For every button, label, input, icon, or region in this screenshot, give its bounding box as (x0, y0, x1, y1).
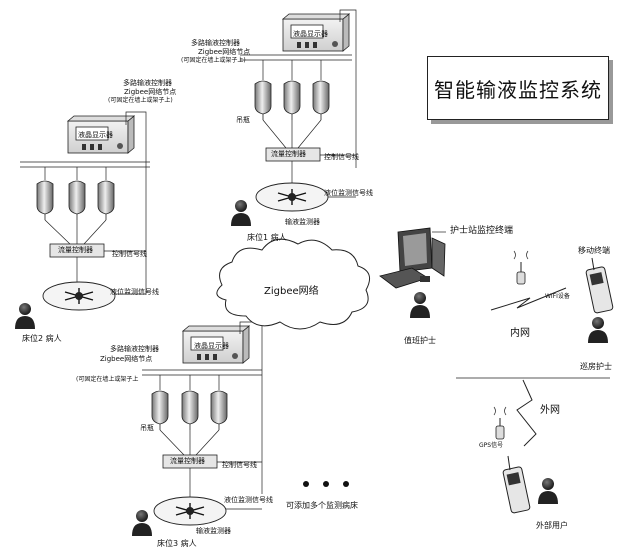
infusion-bottle-icon (98, 181, 114, 220)
ward3-node-sub: Zigbee网络节点 (100, 356, 152, 363)
person-icon (538, 478, 558, 504)
infusion-bottle-icon (284, 81, 300, 120)
ward1-node-mount: (可固定在墙上或架子上) (181, 58, 246, 64)
infusion-bottle-icon (313, 81, 329, 120)
duty-nurse-label: 值班护士 (404, 337, 436, 345)
ward1-ctrl-signal: 控制信号线 (324, 154, 359, 161)
ward1-bed (256, 183, 328, 211)
system-title: 智能输液监控系统 (434, 74, 602, 103)
ward2-level-signal: 液位监测信号线 (110, 289, 159, 296)
ward1-node-sub: Zigbee网络节点 (198, 49, 250, 56)
ward2-node-title: 多路输液控制器 (123, 80, 172, 87)
ward1-monitor-label: 输液监测器 (285, 219, 320, 226)
more-beds-label: 可添加多个监测病床 (286, 502, 358, 510)
ward1-hook-label: 吊瓶 (236, 117, 250, 124)
person-icon (132, 510, 152, 536)
infusion-bottle-icon (182, 391, 198, 430)
infusion-bottle-icon (69, 181, 85, 220)
cloud-icon (217, 239, 370, 329)
system-title-box: 智能输液监控系统 (427, 56, 609, 120)
person-icon (410, 292, 430, 318)
ward3-monitor-label: 输液监测器 (196, 528, 231, 535)
ward1-flow-label: 流量控制器 (271, 151, 306, 158)
person-icon (15, 303, 35, 329)
more-dot (343, 481, 349, 487)
infusion-bottle-icon (152, 391, 168, 430)
more-dot (323, 481, 329, 487)
ward3-level-signal: 液位监测信号线 (224, 497, 273, 504)
ward2-flow-label: 流量控制器 (58, 247, 93, 254)
external-user-label: 外部用户 (536, 522, 568, 530)
ward1-node-title: 多路输液控制器 (191, 40, 240, 47)
infusion-bottle-icon (37, 181, 53, 220)
phone-icon (503, 456, 531, 513)
ward3-display-label: 液晶显示器 (194, 343, 229, 350)
ward2-node-mount: (可固定在墙上或架子上) (108, 98, 173, 104)
ward2-node-sub: Zigbee网络节点 (124, 89, 176, 96)
person-icon (231, 200, 251, 226)
rounds-nurse-label: 巡房护士 (580, 363, 612, 371)
infusion-bottle-icon (211, 391, 227, 430)
lightning-icon (517, 380, 536, 446)
antenna-icon (514, 251, 528, 284)
ward3-patient-label: 床位3 病人 (157, 540, 197, 548)
phone-icon (586, 258, 614, 313)
ward2-bed (43, 282, 115, 310)
computer-icon (380, 228, 445, 288)
ward3-node-mount: (可固定在墙上或架子上 (76, 377, 138, 383)
ward3-ctrl-signal: 控制信号线 (222, 462, 257, 469)
ward2-display-label: 液晶显示器 (78, 132, 113, 139)
antenna-icon (494, 407, 506, 439)
more-dot (303, 481, 309, 487)
mobile-terminal-label: 移动终端 (578, 247, 610, 255)
ward3-flow-label: 流量控制器 (170, 458, 205, 465)
wifi-label: WIFI设备 (545, 294, 570, 300)
intranet-label: 内网 (510, 329, 530, 339)
ward3-bed (154, 497, 226, 525)
extranet-label: 外网 (540, 406, 560, 416)
ward1-level-signal: 液位监测信号线 (324, 190, 373, 197)
nurse-station-label: 护士站监控终端 (450, 227, 513, 236)
ward3-hook-label: 吊瓶 (140, 425, 154, 432)
ward1-display-label: 液晶显示器 (293, 31, 328, 38)
person-icon (588, 317, 608, 343)
gps-label: GPS信号 (479, 443, 503, 449)
ward-2 (15, 112, 150, 329)
ward2-patient-label: 床位2 病人 (22, 335, 62, 343)
ward3-node-title: 多路输液控制器 (110, 346, 159, 353)
ward1-patient-label: 床位1 病人 (247, 234, 287, 242)
infusion-bottle-icon (255, 81, 271, 120)
network-label: Zigbee网络 (264, 287, 319, 297)
ward2-ctrl-signal: 控制信号线 (112, 251, 147, 258)
